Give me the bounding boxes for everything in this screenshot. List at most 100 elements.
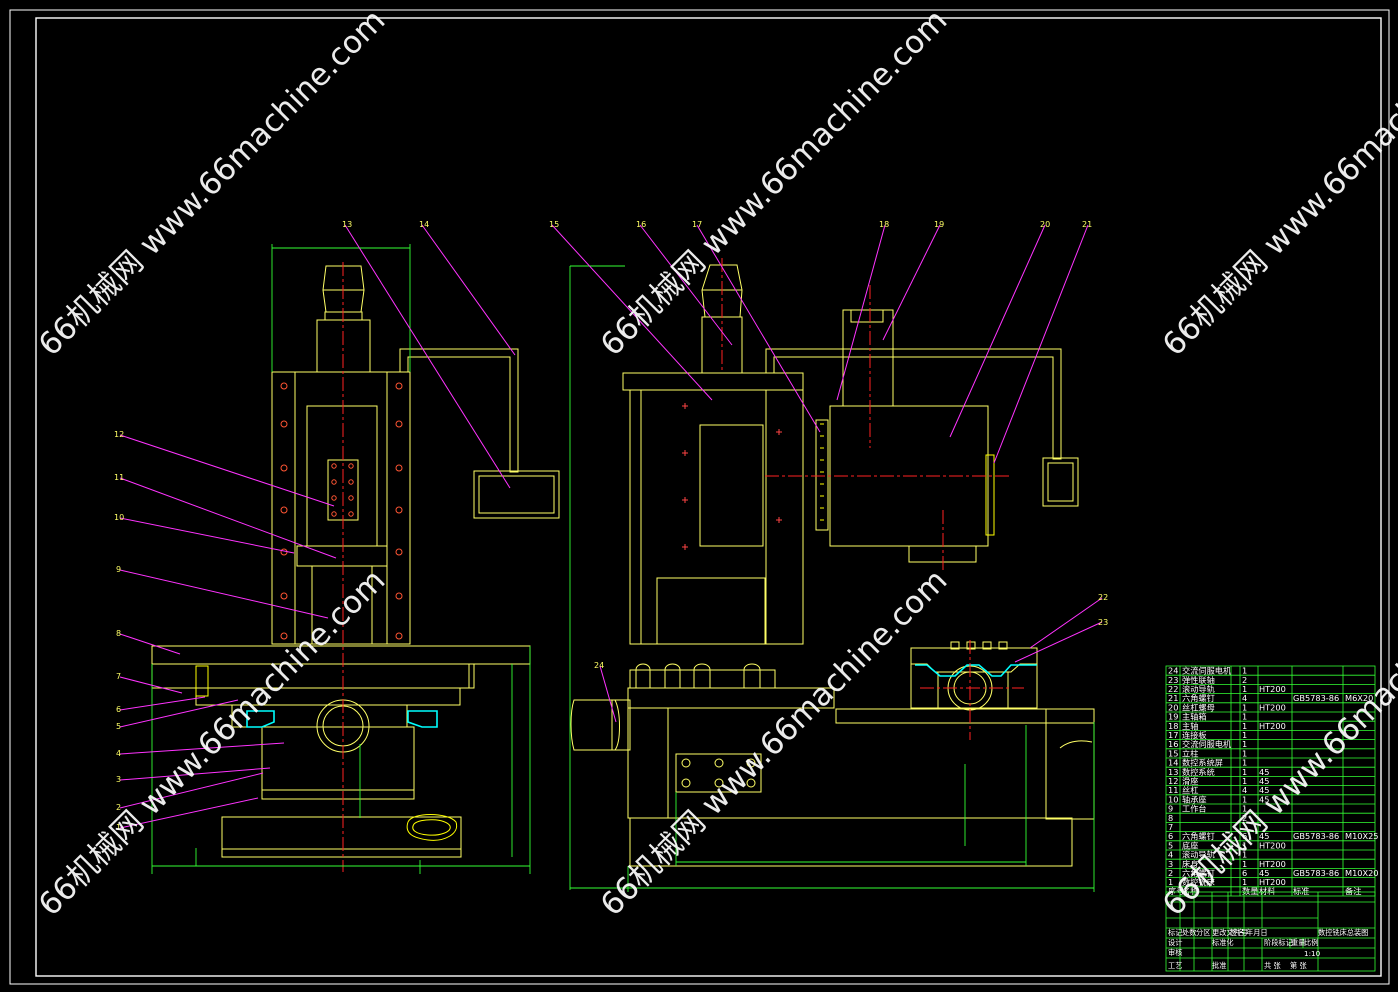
- right-view: [570, 264, 1095, 867]
- balloon-21: 21: [1082, 220, 1092, 229]
- bom-cell-name: 底座: [1182, 840, 1198, 850]
- title-block-text: 数控铣床总装图 标记 处数 分区 更改文件号 签名 年月日 设计 标准化 审核 …: [1168, 928, 1368, 970]
- bom-cell-no: 2: [1168, 868, 1173, 878]
- dimension-lines: [151, 244, 1095, 892]
- bom-header-cell: 序号: [1168, 886, 1184, 896]
- bom-cell-qty: 1: [1242, 666, 1247, 676]
- bom-cell-name: 弹性联轴: [1182, 675, 1215, 685]
- tb-cell-review: 审核: [1168, 948, 1182, 957]
- bom-cell-no: 17: [1168, 730, 1178, 740]
- balloon-12: 12: [114, 430, 124, 439]
- tb-cell-scale: 比例: [1304, 938, 1318, 947]
- bom-cell-no: 6: [1168, 831, 1173, 841]
- balloon-labels: 13 14 12 11 10 9 8 7 6 5 4 3 2 1 15 16 1…: [114, 220, 1108, 832]
- bom-cell-no: 16: [1168, 739, 1178, 749]
- title-drawing-name: 数控铣床总装图: [1318, 928, 1368, 937]
- bom-cell-qty: 1: [1242, 877, 1247, 887]
- bom-header-cell: 材料: [1259, 886, 1275, 896]
- bom-cell-no: 14: [1168, 758, 1178, 768]
- bom-cell-no: 10: [1168, 794, 1178, 804]
- bom-cell-qty: 1: [1242, 730, 1247, 740]
- tb-cell-weight: 重量: [1291, 938, 1305, 947]
- bom-cell-no: 23: [1168, 675, 1178, 685]
- bom-cell-qty: 1: [1242, 712, 1247, 722]
- bom-cell-no: 11: [1168, 785, 1178, 795]
- bom-cell-material: 45: [1259, 776, 1269, 786]
- bom-cell-name: 数控系统: [1182, 767, 1215, 777]
- balloon-22: 22: [1098, 593, 1108, 602]
- bom-cell-qty: 1: [1242, 748, 1247, 758]
- bom-cell-material: 45: [1259, 767, 1269, 777]
- bom-cell-name: 丝杠: [1182, 785, 1198, 795]
- outer-frame: [9, 9, 1390, 985]
- bom-cell-qty: 1: [1242, 767, 1247, 777]
- bom-cell-material: HT200: [1259, 684, 1286, 694]
- tb-cell-date: 年月日: [1246, 928, 1268, 937]
- bom-cell-name: 主轴: [1182, 721, 1198, 731]
- balloon-1: 1: [116, 823, 121, 832]
- bom-cell-material: 45: [1259, 868, 1269, 878]
- bom-cell-qty: 2: [1242, 813, 1247, 823]
- bom-cell-remark: M10X20: [1345, 868, 1379, 878]
- bom-cell-qty: 6: [1242, 831, 1247, 841]
- balloon-5: 5: [116, 722, 121, 731]
- bom-cell-qty: 4: [1242, 785, 1247, 795]
- bom-cell-name: 交流伺服电机: [1182, 739, 1232, 749]
- bom-cell-name: 连接板: [1182, 730, 1207, 740]
- bom-cell-remark: M6X20: [1345, 693, 1373, 703]
- bom-cell-qty: 1: [1242, 850, 1247, 860]
- bom-cell-qty: 1: [1242, 804, 1247, 814]
- bom-cell-material: 45: [1259, 794, 1269, 804]
- tb-cell-count: 处数: [1182, 928, 1196, 937]
- balloon-2: 2: [116, 803, 121, 812]
- balloon-16: 16: [636, 220, 646, 229]
- title-block: [1165, 891, 1376, 972]
- bom-cell-name: 主轴箱: [1182, 712, 1207, 722]
- bom-cell-no: 20: [1168, 702, 1178, 712]
- bom-cell-no: 22: [1168, 684, 1178, 694]
- balloon-10: 10: [114, 513, 124, 522]
- balloon-23: 23: [1098, 618, 1108, 627]
- bom-cell-name: 交流伺服电机: [1182, 666, 1232, 676]
- tb-cell-stage: 阶段标记: [1264, 938, 1293, 947]
- bom-cell-name: 六角螺钉: [1182, 868, 1215, 878]
- tb-cell-standard: 标准化: [1212, 938, 1234, 947]
- bom-cell-no: 15: [1168, 748, 1178, 758]
- bom-cell-qty: 1: [1242, 721, 1247, 731]
- bom-cell-material: HT200: [1259, 859, 1286, 869]
- tb-cell-zone: 分区: [1196, 928, 1210, 937]
- tb-cell-scale-value: 1:10: [1304, 949, 1321, 958]
- bom-cell-no: 7: [1168, 822, 1173, 832]
- bom-header-cell: 数量: [1242, 886, 1258, 896]
- bom-cell-material: 45: [1259, 831, 1269, 841]
- bom-cell-qty: 1: [1242, 840, 1247, 850]
- bom-cell-no: 18: [1168, 721, 1178, 731]
- bom-cell-qty: 1: [1242, 739, 1247, 749]
- bom-cell-standard: GB5783-86: [1293, 831, 1339, 841]
- balloon-20: 20: [1040, 220, 1050, 229]
- balloon-17: 17: [692, 220, 702, 229]
- bom-cell-no: 4: [1168, 850, 1173, 860]
- tb-cell-mark: 标记: [1168, 928, 1182, 937]
- bom-cell-no: 19: [1168, 712, 1178, 722]
- balloon-6: 6: [116, 705, 121, 714]
- leader-lines: [119, 224, 1103, 829]
- tb-cell-sheet-no: 第 张: [1290, 961, 1307, 970]
- bom-cell-name: 滑座: [1182, 776, 1198, 786]
- bom-cell-name: 滚动导轨: [1182, 850, 1215, 860]
- bom-cell-qty: 6: [1242, 868, 1247, 878]
- balloon-3: 3: [116, 775, 121, 784]
- balloon-9: 9: [116, 565, 121, 574]
- bom-cell-no: 5: [1168, 840, 1173, 850]
- bom-cell-qty: 4: [1242, 693, 1247, 703]
- bom-cell-no: 8: [1168, 813, 1173, 823]
- balloon-14: 14: [419, 220, 429, 229]
- balloon-7: 7: [116, 672, 121, 681]
- bom-cell-no: 12: [1168, 776, 1178, 786]
- bom-cell-name: 数控系统屏: [1182, 758, 1223, 768]
- bom-cell-no: 9: [1168, 804, 1173, 814]
- bom-header-cell: 名称: [1182, 886, 1198, 896]
- bom-cell-name: 六角螺钉: [1182, 831, 1215, 841]
